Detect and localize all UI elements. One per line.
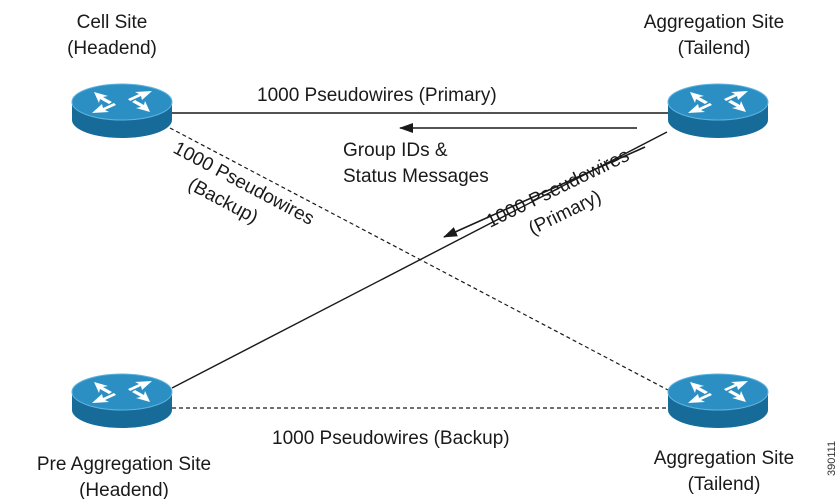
cell-site-label: Cell Site bbox=[77, 12, 148, 33]
aggregation-site-top-role: (Tailend) bbox=[678, 38, 751, 59]
router-icon bbox=[71, 373, 173, 429]
pre-aggregation-site-label: Pre Aggregation Site bbox=[37, 454, 211, 475]
figure-id: 390111 bbox=[826, 441, 838, 476]
cell-site-role: (Headend) bbox=[67, 38, 157, 59]
backup-link-diagonal bbox=[169, 127, 669, 391]
router-icon bbox=[667, 373, 769, 429]
router-icon bbox=[667, 83, 769, 139]
status-messages-label: Status Messages bbox=[343, 166, 489, 187]
router-icon bbox=[71, 83, 173, 139]
status-arrow-diagonal bbox=[443, 146, 646, 238]
bottom-backup-label: 1000 Pseudowires (Backup) bbox=[272, 428, 510, 449]
aggregation-site-bottom-label: Aggregation Site bbox=[654, 448, 795, 469]
pre-aggregation-site-role: (Headend) bbox=[79, 480, 169, 499]
aggregation-site-top-label: Aggregation Site bbox=[644, 12, 785, 33]
top-primary-label: 1000 Pseudowires (Primary) bbox=[257, 85, 497, 106]
aggregation-site-bottom-role: (Tailend) bbox=[688, 474, 761, 495]
status-messages-label: Group IDs & bbox=[343, 140, 448, 161]
